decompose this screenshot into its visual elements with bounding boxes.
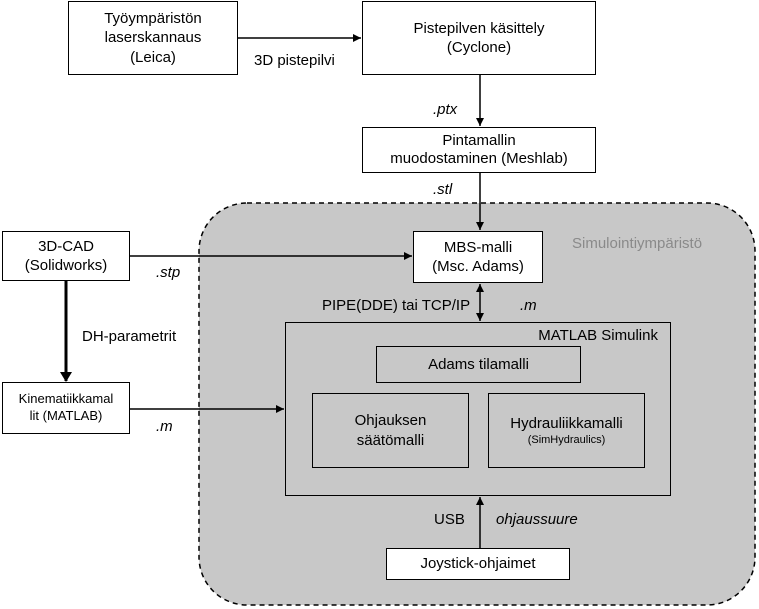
- label-stl: .stl: [433, 181, 453, 198]
- label-dh-parameters: DH-parametrit: [82, 328, 177, 345]
- point-cloud-processing-line-1: Pistepilven käsittely: [413, 19, 545, 37]
- hydraulic-model-line-2: (SimHydraulics): [527, 434, 606, 447]
- cad-box: 3D-CAD (Solidworks): [2, 231, 130, 281]
- adams-state-model-box: Adams tilamalli: [376, 346, 581, 383]
- surface-model-line-1: Pintamallin: [442, 132, 516, 149]
- hydraulic-model-box: Hydrauliikkamalli (SimHydraulics): [488, 393, 645, 468]
- matlab-simulink-title: MATLAB Simulink: [538, 327, 658, 344]
- point-cloud-processing-box: Pistepilven käsittely (Cyclone): [362, 1, 596, 75]
- joystick-box: Joystick-ohjaimet: [386, 548, 570, 580]
- control-model-line-1: Ohjauksen: [354, 412, 427, 429]
- hydraulic-model-line-1: Hydrauliikkamalli: [510, 414, 623, 432]
- surface-model-line-2: muodostaminen (Meshlab): [390, 150, 568, 167]
- label-usb: USB: [434, 511, 465, 528]
- joystick-label: Joystick-ohjaimet: [420, 555, 536, 573]
- label-m-mbs: .m: [520, 297, 537, 314]
- label-stp: .stp: [156, 264, 181, 281]
- laser-scanning-box: Työympäristön laserskannaus (Leica): [68, 1, 238, 75]
- kinematics-model-box: Kinematiikkamal lit (MATLAB): [2, 382, 130, 434]
- mbs-model-line-1: MBS-malli: [443, 238, 513, 256]
- arrow-cad-to-kinematics-head: [60, 372, 72, 382]
- control-model-line-2: säätömalli: [356, 431, 425, 449]
- surface-model-box: Pintamallin muodostaminen (Meshlab): [362, 127, 596, 173]
- label-3d-point-cloud: 3D pistepilvi: [254, 52, 335, 69]
- label-m-kinematics: .m: [156, 418, 173, 435]
- laser-scanning-line-2: laserskannaus: [104, 29, 202, 47]
- mbs-model-box: MBS-malli (Msc. Adams): [413, 231, 543, 283]
- kinematics-model-line-1: Kinematiikkamal: [18, 391, 114, 407]
- label-ptx: .ptx: [433, 101, 458, 118]
- laser-scanning-line-1: Työympäristön: [104, 9, 202, 27]
- kinematics-model-line-2: lit (MATLAB): [29, 408, 103, 423]
- cad-line-1: 3D-CAD: [38, 237, 94, 255]
- point-cloud-processing-line-2: (Cyclone): [446, 39, 512, 56]
- cad-line-2: (Solidworks): [24, 257, 108, 274]
- control-model-box: Ohjauksen säätömalli: [312, 393, 469, 468]
- simulation-environment-title: Simulointiympäristö: [572, 235, 703, 252]
- label-pipe-tcp: PIPE(DDE) tai TCP/IP: [322, 297, 471, 314]
- laser-scanning-line-3: (Leica): [130, 48, 176, 66]
- mbs-model-line-2: (Msc. Adams): [432, 258, 524, 275]
- adams-state-model-label: Adams tilamalli: [428, 355, 529, 373]
- label-control-signal: ohjaussuure: [496, 511, 578, 528]
